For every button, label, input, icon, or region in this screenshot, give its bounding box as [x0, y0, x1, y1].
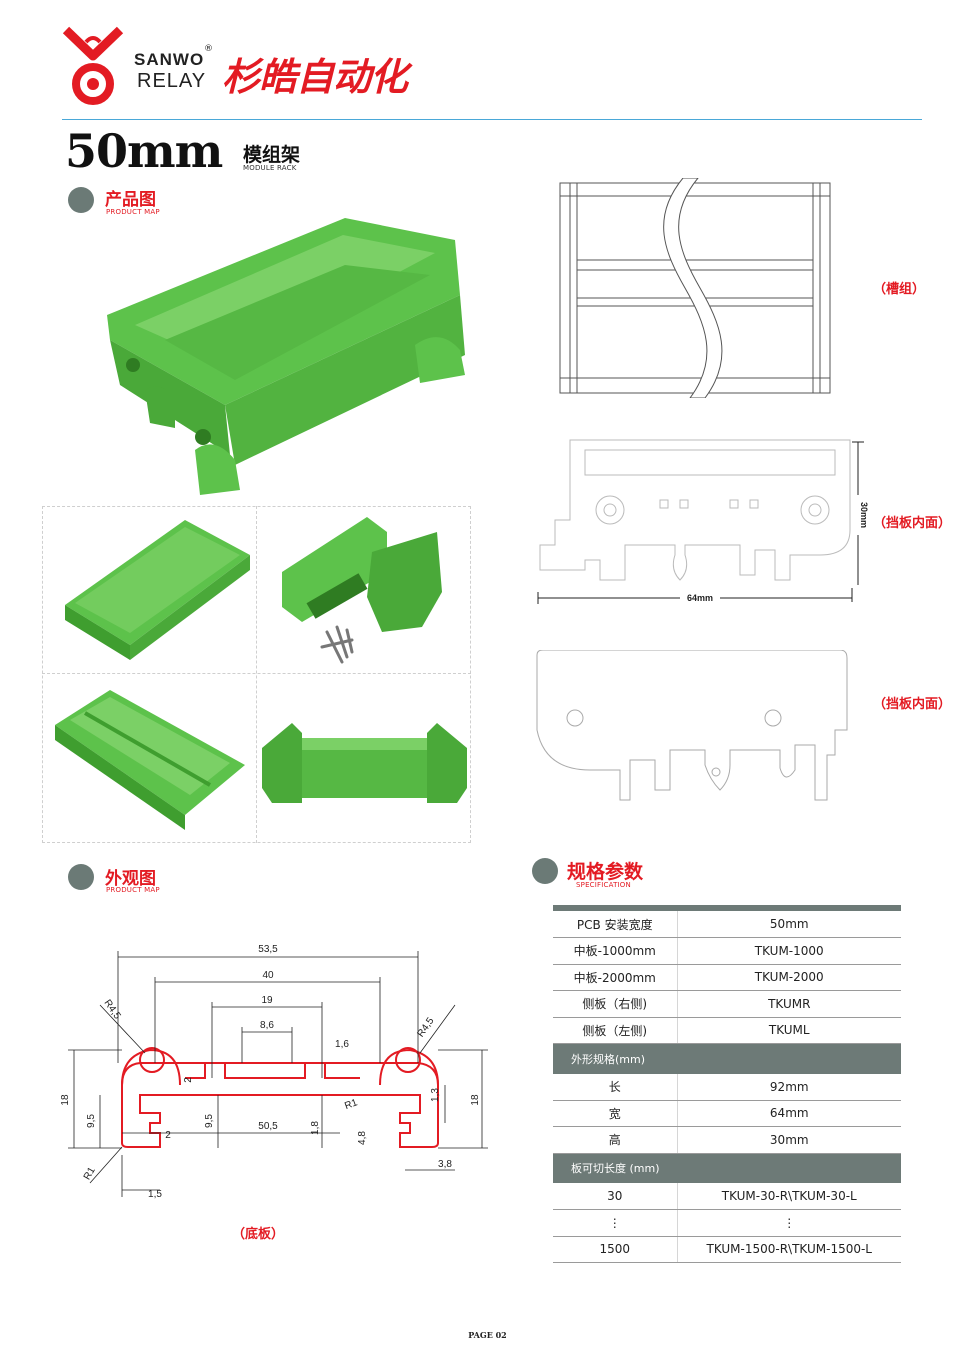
spec-row: ⋮⋮ [553, 1209, 901, 1237]
registered-mark: ® [204, 44, 213, 54]
dim-label: 9,5 [86, 1114, 97, 1128]
dim-label: 8,6 [260, 1020, 274, 1031]
spec-key: 侧板（右侧) [553, 990, 678, 1018]
spec-group-title: 板可切长度 (mm) [553, 1153, 901, 1183]
dim-label: R4,5 [415, 1015, 436, 1039]
section-subtitle-spec: SPECIFICATION [576, 881, 631, 889]
dim-label: 18 [60, 1094, 71, 1106]
page-subtitle-cn: 模组架 [243, 144, 301, 166]
baffle-inner-drawing-1: 64mm 30mm [537, 439, 869, 604]
base-rail-photo [55, 690, 245, 830]
section-title-outline: 外观图 [105, 869, 156, 889]
dim-label: 1,5 [148, 1189, 162, 1200]
spec-value: 50mm [677, 911, 901, 938]
spec-key: PCB 安装宽度 [553, 911, 678, 938]
spec-value: TKUM-1500-R\TKUM-1500-L [677, 1236, 901, 1263]
slot-label: （槽组） [873, 282, 926, 297]
brand-name-en: SANWO [134, 50, 205, 69]
section-bullet-icon [68, 864, 94, 890]
module-rack-photo [107, 218, 465, 495]
photo-grid-divider [256, 506, 257, 843]
section-subtitle-outline: PRODUCT MAP [106, 886, 160, 894]
spec-value: TKUMR [677, 990, 901, 1018]
section-bullet-icon [532, 858, 558, 884]
spec-key: 高 [553, 1126, 678, 1154]
slot-assembly-drawing [559, 178, 831, 398]
assembled-rack-photo [262, 723, 467, 803]
sanwo-logo-icon [62, 26, 124, 105]
dim-label: 2 [165, 1130, 171, 1141]
spec-value: TKUML [677, 1017, 901, 1044]
page-subtitle-en: MODULE RACK [243, 164, 297, 172]
dim-label: 3,8 [438, 1159, 452, 1170]
dim-label: 1,3 [430, 1088, 441, 1102]
spec-row: 侧板（右侧)TKUMR [553, 990, 901, 1018]
photo-grid-divider [42, 673, 471, 674]
spec-table-top-bar [553, 905, 901, 911]
brand-relay: RELAY [137, 70, 207, 92]
dim-label: R1 [82, 1165, 98, 1182]
baffle-inner-drawing-2 [536, 650, 848, 801]
dim-label: 9,5 [204, 1114, 215, 1128]
spec-key: ⋮ [553, 1209, 678, 1237]
spec-key: 1500 [553, 1236, 678, 1263]
spec-value: 92mm [677, 1073, 901, 1101]
dim-label: 4,8 [357, 1131, 368, 1145]
section-title-product: 产品图 [105, 190, 156, 210]
dim-label: 50,5 [258, 1121, 278, 1132]
section-bullet-icon [68, 187, 94, 213]
spec-value: TKUM-30-R\TKUM-30-L [677, 1183, 901, 1210]
dim-label: 19 [261, 995, 273, 1006]
spec-key: 30 [553, 1183, 678, 1210]
spec-value: TKUM-1000 [677, 937, 901, 965]
spec-key: 侧板（左侧) [553, 1017, 678, 1044]
brand-name-cn: 杉皓自动化 [222, 55, 408, 99]
dim-label: 2 [183, 1077, 194, 1083]
page-number: PAGE 02 [468, 1330, 507, 1340]
spec-key: 长 [553, 1073, 678, 1101]
dim-height-label: 30mm [859, 502, 869, 528]
spec-group-header: 外形规格(mm) [553, 1043, 901, 1074]
dim-label: 40 [262, 970, 274, 981]
dim-label: R1 [343, 1097, 359, 1112]
baffle-inner-label-1: （挡板内面） [873, 516, 952, 531]
dim-label: 18 [470, 1094, 481, 1106]
spec-row: 侧板（左侧)TKUML [553, 1017, 901, 1044]
section-subtitle-product: PRODUCT MAP [106, 208, 160, 216]
spec-value: ⋮ [677, 1209, 901, 1237]
center-rail-photo [65, 520, 250, 660]
spec-key: 宽 [553, 1100, 678, 1127]
spec-group-header: 板可切长度 (mm) [553, 1153, 901, 1183]
section-title-spec: 规格参数 [567, 861, 644, 883]
dim-label: 1,8 [310, 1121, 321, 1135]
page-title: 50mm [65, 124, 223, 178]
spec-group-title: 外形规格(mm) [553, 1043, 901, 1074]
side-panels-and-screws-photo [282, 517, 442, 664]
base-label: （底板） [232, 1227, 285, 1242]
dim-label: 1,6 [335, 1039, 349, 1050]
header-divider [62, 119, 922, 120]
spec-value: 30mm [677, 1126, 901, 1154]
spec-value: TKUM-2000 [677, 964, 901, 991]
baffle-inner-label-2: （挡板内面） [873, 697, 952, 712]
spec-key: 中板-1000mm [553, 937, 678, 965]
spec-key: 中板-2000mm [553, 964, 678, 991]
dim-width-label: 64mm [687, 593, 713, 603]
base-profile-drawing: 53,5 40 19 8,6 1,6 R4,5 R4,5 18 18 9,5 9… [60, 944, 488, 1200]
dim-label: 53,5 [258, 944, 278, 955]
spec-value: 64mm [677, 1100, 901, 1127]
